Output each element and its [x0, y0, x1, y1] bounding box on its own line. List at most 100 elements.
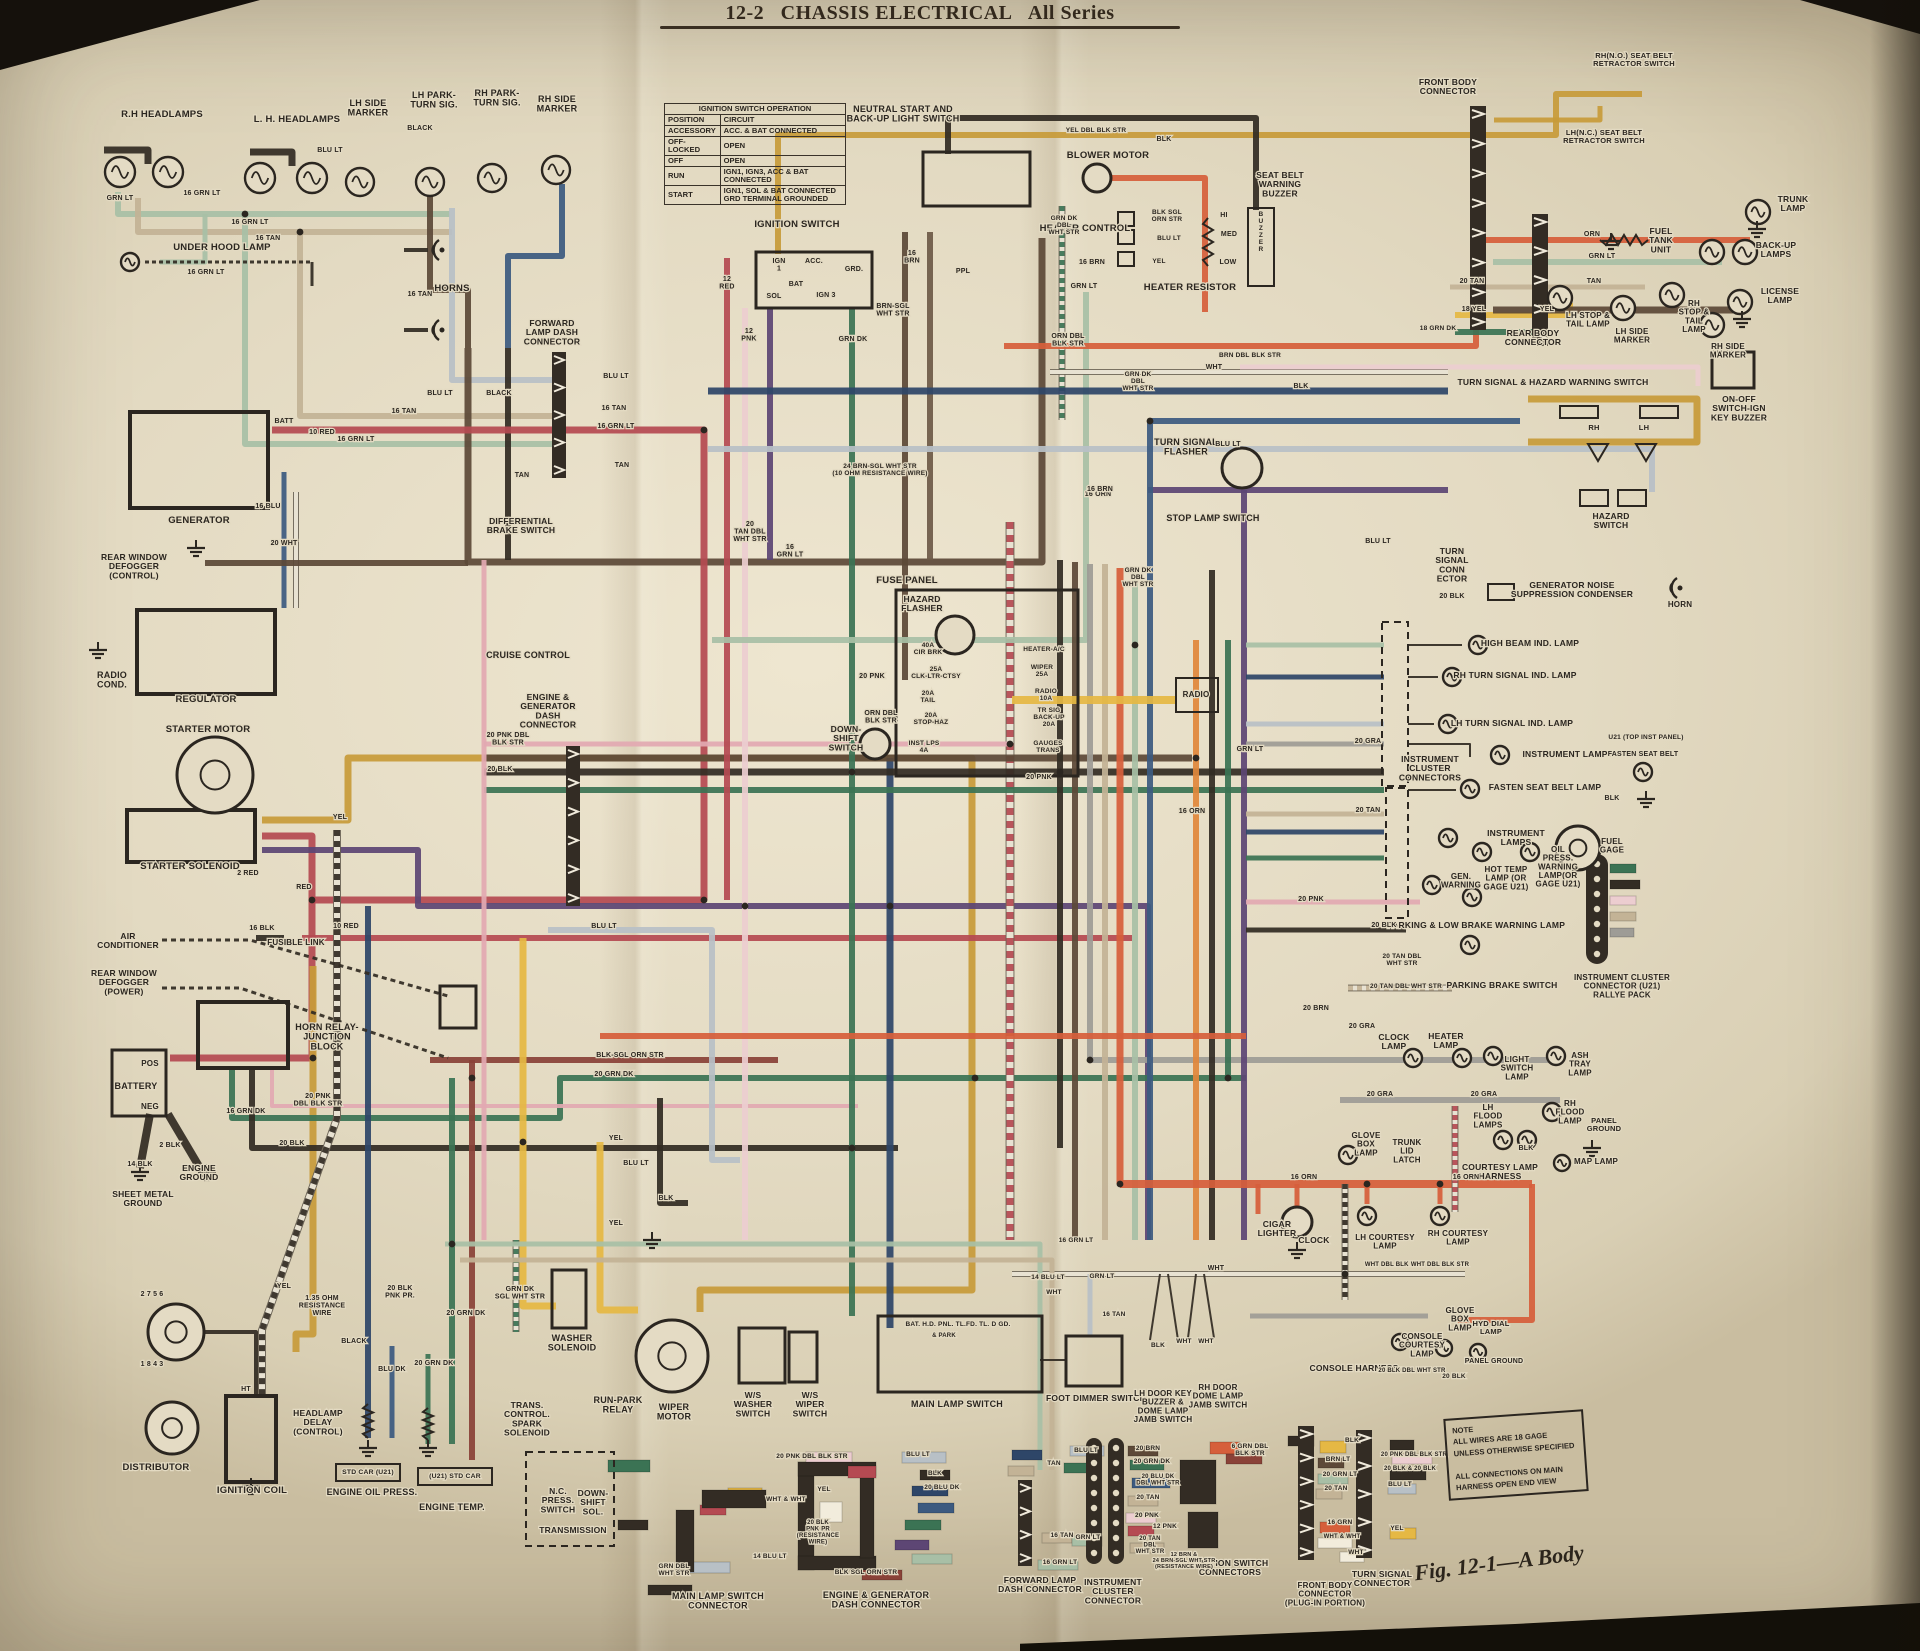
component-label: 20 BLK: [279, 1140, 304, 1147]
component-label: 16 BLU: [255, 503, 280, 510]
lamp-filament-icon: [1472, 640, 1484, 650]
motor-inner-icon: [199, 759, 231, 791]
component-label: ENGINE TEMP.: [419, 1502, 485, 1512]
wire: [1149, 1273, 1161, 1341]
connector-chevron-icon: [1357, 1461, 1374, 1471]
component-label: 16 GRN LT: [231, 219, 269, 226]
component-label: REGULATOR: [175, 694, 236, 705]
connector-chevron-icon: [1299, 1547, 1316, 1557]
horn-icon: [431, 244, 436, 256]
lamp-filament-icon: [1494, 750, 1506, 760]
connector-chevron-icon: [1299, 1429, 1316, 1439]
component-label: BLU LT: [623, 1160, 649, 1167]
lamp-filament-icon: [483, 171, 501, 185]
junction-dot: [1341, 1270, 1349, 1278]
junction-dot: [448, 1240, 456, 1248]
connector-chevron-icon: [1299, 1523, 1316, 1534]
lamp-filament-icon: [1394, 1337, 1406, 1347]
component-label: 12 PNK: [1153, 1523, 1177, 1530]
connector-chevron-icon: [1533, 304, 1550, 314]
component-label: BLU DK: [378, 1366, 406, 1373]
wire: [464, 238, 1046, 566]
component-box: [525, 1451, 615, 1547]
lamp-filament-icon: [1464, 940, 1476, 950]
component-label: BLU LT: [1074, 1447, 1098, 1454]
wire-stub-chip: [894, 1539, 930, 1551]
component-box: [1617, 489, 1647, 507]
component-label: 16 GRN: [1328, 1519, 1353, 1526]
connector-chevron-icon: [1357, 1517, 1374, 1527]
component-box: [787, 1330, 819, 1384]
connector-pin: [1090, 1459, 1098, 1467]
component-label: 16 GRN LT: [183, 190, 221, 197]
lamp-filament-icon: [1466, 892, 1478, 902]
junction-dot: [1363, 1180, 1371, 1188]
component-label: GRN DK: [839, 336, 868, 343]
component-label: 16 GRN LT: [187, 269, 225, 276]
component-label: 20 GRN DK: [594, 1071, 633, 1078]
wire: [1494, 106, 1603, 123]
component-label: HEATER RESISTOR: [1144, 282, 1236, 293]
connector-pin: [1593, 875, 1601, 883]
connector-chevron-icon: [1357, 1545, 1374, 1555]
lamp-filament-icon: [1546, 1107, 1558, 1117]
component-label: N.C.PRESS.SWITCH: [541, 1486, 576, 1514]
component-label: 20 BLK DBL WHT STR: [1378, 1368, 1446, 1374]
component-label: WHT & WHT: [1324, 1534, 1361, 1540]
lamp-filament-icon: [1524, 847, 1536, 857]
wire-stub-chip: [1127, 1525, 1155, 1537]
wire-stub-chip: [1125, 1512, 1157, 1524]
wire-stub-chip: [1609, 911, 1637, 922]
component-box: [125, 808, 257, 864]
component-label: 20 BLK: [1439, 593, 1464, 600]
wire-stub-chip: [689, 1561, 731, 1574]
lamp-filament-icon: [1472, 1347, 1484, 1357]
wire: [657, 1098, 688, 1206]
component-label: 16 ORN: [1291, 1174, 1318, 1181]
connector-chevron-icon: [567, 749, 581, 759]
component-box: [1579, 489, 1609, 507]
component-label: WHT: [1206, 364, 1223, 371]
component-label: U21 (TOP INST PANEL): [1608, 734, 1683, 741]
wire: [1408, 743, 1471, 757]
motor-or-flasher-icon: [146, 1302, 206, 1362]
junction-dot: [1436, 1180, 1444, 1188]
note-box: NOTE ALL WIRES ARE 18 GAGE UNLESS OTHERW…: [1443, 1409, 1589, 1502]
component-label: 2 BLK: [159, 1142, 180, 1149]
wire-stub-chip: [701, 1489, 767, 1509]
wire-stub-chip: [901, 1451, 947, 1464]
resistor-icon: [420, 1407, 436, 1441]
connector-chevron-icon: [553, 355, 567, 365]
wire-stub-chip: [847, 1465, 877, 1479]
wire: [162, 938, 449, 998]
connector-chevron-icon: [1357, 1433, 1374, 1443]
wire: [1187, 1273, 1197, 1339]
wire-stub-chip: [911, 1553, 953, 1565]
junction-dot: [1131, 641, 1139, 649]
component-label: GRD.: [845, 266, 863, 273]
component-label: 20 GRN LT: [1323, 1471, 1358, 1478]
component-label: 20 TAN DBL WHT STR: [1370, 983, 1442, 990]
component-label: CONSOLE HARNESS: [1310, 1363, 1399, 1373]
component-box: [196, 1000, 290, 1070]
